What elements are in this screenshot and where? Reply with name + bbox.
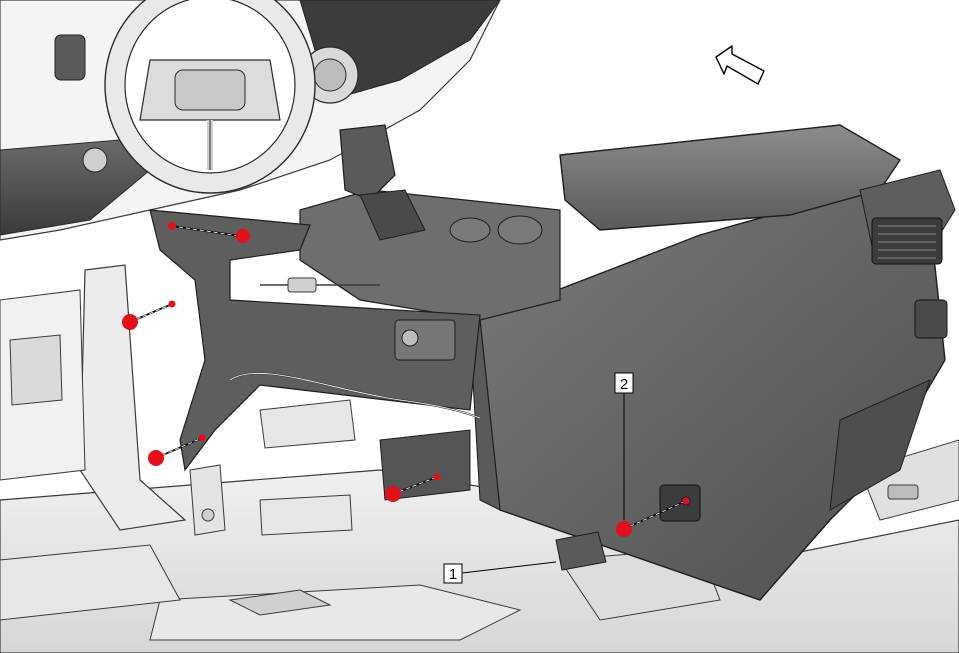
red-fastener-dot-icon xyxy=(168,300,176,308)
red-fastener-dot-icon xyxy=(616,521,632,537)
cup-holder xyxy=(497,215,543,245)
callout-1-label: 1 xyxy=(449,566,457,583)
rear-usb-port xyxy=(914,299,948,339)
red-fastener-dot-icon xyxy=(198,434,206,442)
red-fastener-dot-icon xyxy=(122,314,138,330)
fastener-top xyxy=(168,222,250,243)
fastener-lower-middle xyxy=(385,473,441,502)
callout-2: 2 xyxy=(614,372,634,520)
console-bracket xyxy=(149,209,481,501)
callout-2-label: 2 xyxy=(620,376,628,393)
red-fastener-dot-icon xyxy=(148,450,164,466)
trim-cover xyxy=(555,531,607,571)
left-structure xyxy=(0,264,481,536)
red-fastener-dot-icon xyxy=(236,229,250,243)
armrest-lid xyxy=(559,124,901,231)
rear-vent xyxy=(871,217,943,265)
callout-1: 1 xyxy=(443,561,557,584)
forward-arrow-icon xyxy=(715,45,765,85)
steering-wheel xyxy=(104,0,316,194)
fasteners xyxy=(122,222,690,537)
shifter-area xyxy=(299,124,561,321)
floor-pan xyxy=(0,439,959,653)
fastener-lower-left xyxy=(148,434,206,466)
fastener-right xyxy=(616,497,690,537)
gear-shifter xyxy=(339,124,396,201)
red-fastener-dot-icon xyxy=(433,473,441,481)
center-console xyxy=(469,124,956,601)
fastener-upper-left xyxy=(122,300,176,330)
red-fastener-dot-icon xyxy=(682,497,690,505)
red-fastener-dot-icon xyxy=(385,486,401,502)
red-fastener-dot-icon xyxy=(168,222,176,230)
